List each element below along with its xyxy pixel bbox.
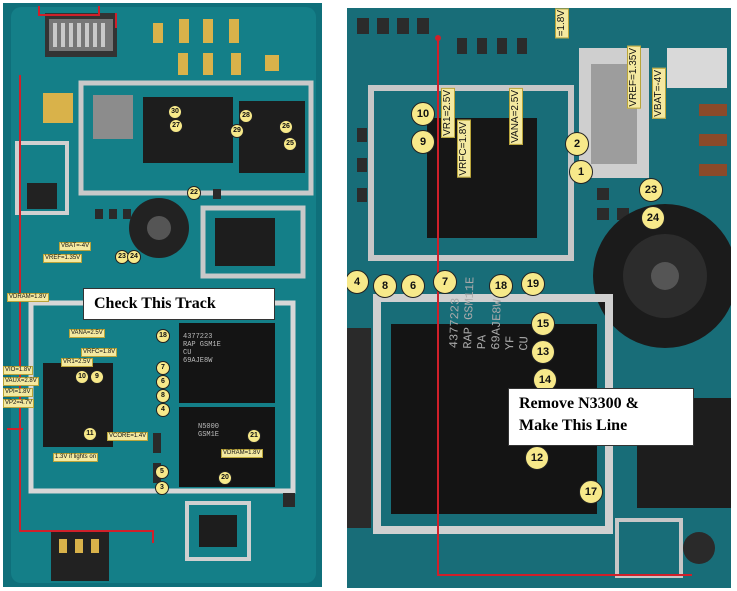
badge: 8 bbox=[156, 389, 170, 403]
label-vr1: VR1=2.5V bbox=[61, 358, 93, 367]
badge: 12 bbox=[525, 446, 549, 470]
remove-line-text-2: Make This Line bbox=[519, 417, 628, 434]
label-vana: VANA=2.5V bbox=[509, 88, 523, 145]
badge: 29 bbox=[230, 124, 244, 138]
badge: 27 bbox=[169, 119, 183, 133]
badge: 4 bbox=[347, 270, 369, 294]
label-vrfc: VRFC=1.8V bbox=[81, 348, 118, 357]
chip-line: CU bbox=[183, 349, 192, 357]
label-vr1: VR1=2.5V bbox=[441, 88, 455, 138]
badge: 7 bbox=[156, 361, 170, 375]
badge: 24 bbox=[127, 250, 141, 264]
badge: 4 bbox=[156, 403, 170, 417]
chip-line: 69AJE8W bbox=[183, 357, 213, 365]
label-vbat: VBAT=-4V bbox=[652, 68, 666, 119]
chip-line: N5000 bbox=[198, 423, 220, 431]
badge: 9 bbox=[90, 370, 104, 384]
right-red-trace bbox=[437, 38, 692, 576]
label-vana: VANA=2.5V bbox=[69, 329, 105, 338]
label-vpi: VPI=1.8V bbox=[3, 388, 33, 397]
badge: 20 bbox=[218, 471, 232, 485]
right-board-graphic bbox=[347, 8, 731, 588]
label-vdram: VDRAM=1.8V bbox=[7, 293, 49, 302]
label-vcore: VCORE=1.4V bbox=[107, 432, 149, 441]
badge: 26 bbox=[279, 120, 293, 134]
badge: 19 bbox=[521, 272, 545, 296]
label-vbat: VBAT=-4V bbox=[59, 242, 92, 251]
badge: 23 bbox=[639, 178, 663, 202]
badge: 13 bbox=[531, 340, 555, 364]
badge: 24 bbox=[641, 206, 665, 230]
chip-line: GSM1E bbox=[198, 431, 220, 439]
badge: 8 bbox=[373, 274, 397, 298]
badge: 6 bbox=[401, 274, 425, 298]
label-vrfc: VRFC=1.8V bbox=[457, 120, 471, 178]
badge: 6 bbox=[156, 375, 170, 389]
chip-line: 4377223 bbox=[183, 333, 213, 341]
chip-line: RAP GSM1E bbox=[183, 341, 221, 349]
check-track-callout: Check This Track bbox=[83, 288, 275, 320]
badge: 11 bbox=[83, 427, 97, 441]
label-vref: VREF=1.35V bbox=[627, 46, 641, 109]
badge: 17 bbox=[579, 480, 603, 504]
badge: 25 bbox=[283, 137, 297, 151]
badge: 18 bbox=[156, 329, 170, 343]
badge: 21 bbox=[247, 429, 261, 443]
label-vdram-lower: VDRAM=1.8V bbox=[221, 449, 263, 458]
label-vp2: VP2=4.7V bbox=[3, 399, 35, 408]
label-vaux: VAUX=2.8V bbox=[3, 377, 39, 386]
badge: 18 bbox=[489, 274, 513, 298]
label-lights: 1.3V if lights on bbox=[53, 453, 99, 462]
badge: 22 bbox=[187, 186, 201, 200]
left-red-trace bbox=[7, 6, 154, 543]
badge: 10 bbox=[411, 102, 435, 126]
badge: 2 bbox=[565, 132, 589, 156]
label-vio: VIO=1.8V bbox=[3, 366, 34, 375]
badge: 1 bbox=[569, 160, 593, 184]
right-zoom-photo: =1.8V VREF=1.35V VBAT=-4V VANA=2.5V VRFC… bbox=[347, 8, 731, 588]
badge: 9 bbox=[411, 130, 435, 154]
badge: 3 bbox=[155, 481, 169, 495]
remove-line-callout: Remove N3300 & Make This Line bbox=[508, 388, 694, 446]
left-chip-2-text: N5000 GSM1E bbox=[198, 423, 219, 439]
label-vref: VREF=1.35V bbox=[43, 254, 83, 263]
remove-line-text-1: Remove N3300 & bbox=[519, 395, 639, 412]
badge: 10 bbox=[75, 370, 89, 384]
check-track-text: Check This Track bbox=[94, 295, 216, 312]
badge: 30 bbox=[168, 105, 182, 119]
badge: 15 bbox=[531, 312, 555, 336]
badge: 5 bbox=[155, 465, 169, 479]
left-chip-1-text: 4377223 RAP GSM1E CU 69AJE8W bbox=[183, 333, 221, 365]
label-v18: =1.8V bbox=[555, 8, 569, 39]
badge: 7 bbox=[433, 270, 457, 294]
badge: 28 bbox=[239, 109, 253, 123]
